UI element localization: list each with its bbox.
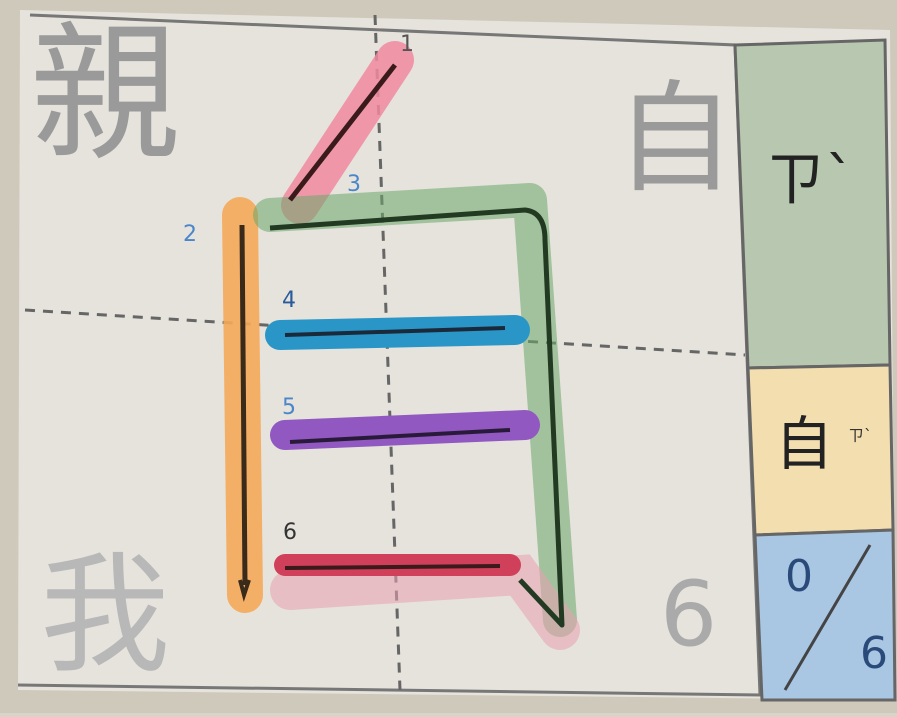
stroke-number-4: 4 (282, 288, 296, 313)
stroke-count: 6 (660, 562, 718, 667)
stroke-6-pen (284, 564, 501, 570)
stroke-4-pen (284, 326, 506, 337)
bopomofo-label: ㄗˋ (765, 145, 855, 215)
stroke-5-highlight (270, 410, 540, 450)
stroke-number-6: 6 (283, 520, 297, 545)
phrase-char-bottom: 我 (40, 539, 171, 691)
fraction-divider (783, 544, 872, 691)
card-zhuyin: ㄗˋ (848, 426, 873, 445)
stroke-number-5: 5 (282, 395, 296, 420)
fraction-top: 0 (785, 551, 813, 602)
stroke-3-pen (269, 207, 565, 628)
stroke-number-1: 1 (400, 32, 414, 57)
stroke-1-pen (288, 63, 397, 202)
stroke-number-2: 2 (183, 222, 197, 247)
phrase-char-main-faded: 自 (615, 70, 735, 209)
stroke-2-arrow (238, 579, 251, 602)
card-character: 自 (775, 410, 834, 478)
fraction-panel (753, 528, 897, 702)
stroke-3-highlight (253, 183, 577, 637)
stroke-5-pen (289, 428, 511, 444)
stroke-number-3: 3 (347, 172, 361, 197)
fraction-bottom: 6 (860, 628, 888, 679)
phrase-char-top: 親 (30, 8, 181, 182)
stroke-2-pen (239, 224, 248, 586)
